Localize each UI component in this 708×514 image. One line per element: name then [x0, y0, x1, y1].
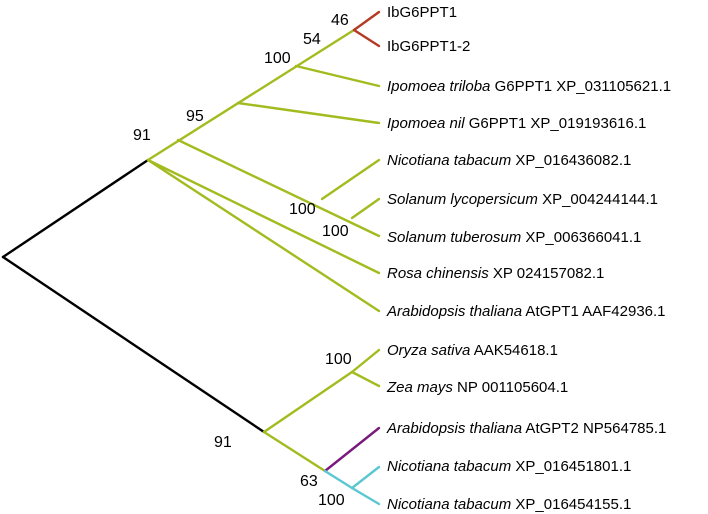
species-name: Ipomoea triloba	[387, 78, 490, 95]
branch-nicotiana-1	[320, 158, 381, 201]
accession: G6PPT1 XP_031105621.1	[490, 78, 671, 95]
branch-ipomoea-triloba	[294, 64, 381, 88]
tip-label-oryza: Oryza sativa AAK54618.1	[387, 342, 558, 359]
accession: XP_016454155.1	[511, 496, 631, 513]
branch-arabidopsis-gpt1	[146, 158, 381, 313]
branch-zea	[350, 370, 381, 388]
accession: XP 024157082.1	[489, 265, 605, 282]
species-name: Rosa chinensis	[387, 265, 489, 282]
tip-label-rosa: Rosa chinensis XP 024157082.1	[387, 265, 604, 282]
accession: XP_016436082.1	[511, 152, 631, 169]
tree-branches	[1, 10, 381, 506]
accession: NP 001105604.1	[453, 379, 568, 396]
branch-gpt2-clade	[262, 430, 327, 473]
branch-root-lower	[1, 255, 266, 434]
tip-label-nicotiana-2: Nicotiana tabacum XP_016451801.1	[387, 458, 631, 475]
species-name: Arabidopsis thaliana	[386, 420, 522, 437]
branch-nicotiana-gpt2-stem	[323, 469, 354, 490]
branch-ibg6ppt1-2	[352, 28, 381, 48]
support-value: 63	[300, 473, 318, 490]
accession: XP_004244144.1	[538, 191, 658, 208]
branch-monocot-clade	[262, 370, 354, 434]
accession: AtGPT1 AAF42936.1	[522, 303, 665, 320]
species-name: Nicotiana tabacum	[387, 458, 511, 475]
species-name: Solanum tuberosum	[387, 229, 521, 246]
support-value: 46	[331, 12, 349, 29]
species-name: Oryza sativa	[387, 342, 470, 359]
support-value: 91	[133, 127, 151, 144]
branch-solanaceae-clade	[176, 138, 381, 238]
accession: IbG6PPT1	[387, 4, 457, 21]
branch-oryza	[350, 348, 381, 374]
accession: G6PPT1 XP_019193616.1	[465, 115, 647, 132]
tip-label-ipomoea-nil: Ipomoea nil G6PPT1 XP_019193616.1	[387, 115, 646, 132]
support-value: 100	[325, 351, 352, 368]
support-value: 95	[186, 108, 204, 125]
accession: AAK54618.1	[470, 342, 558, 359]
support-value: 100	[318, 492, 345, 509]
species-name: Nicotiana tabacum	[387, 152, 511, 169]
tip-label-ipomoea-triloba: Ipomoea triloba G6PPT1 XP_031105621.1	[387, 78, 671, 95]
tip-label-ibg6ppt1: IbG6PPT1	[387, 4, 457, 21]
species-name: Nicotiana tabacum	[387, 496, 511, 513]
tip-label-arabidopsis-gpt2: Arabidopsis thaliana AtGPT2 NP564785.1	[386, 420, 666, 437]
branch-nicotiana-3	[350, 486, 381, 506]
tip-label-solanum-tub: Solanum tuberosum XP_006366041.1	[387, 229, 641, 246]
branch-rosa	[146, 158, 381, 275]
support-value: 54	[303, 31, 321, 48]
tip-label-nicotiana-1: Nicotiana tabacum XP_016436082.1	[387, 152, 631, 169]
tip-label-nicotiana-3: Nicotiana tabacum XP_016454155.1	[387, 496, 631, 513]
species-name: Arabidopsis thaliana	[386, 303, 522, 320]
species-name: Ipomoea nil	[387, 115, 465, 132]
branch-ibg6ppt1	[352, 10, 381, 32]
branch-upper-spine	[146, 28, 356, 162]
species-name: Zea mays	[386, 379, 453, 396]
tip-label-zea: Zea mays NP 001105604.1	[386, 379, 568, 396]
branch-nicotiana-2	[350, 465, 381, 490]
tip-label-ibg6ppt1-2: IbG6PPT1-2	[387, 38, 470, 55]
accession: IbG6PPT1-2	[387, 38, 470, 55]
species-name: Solanum lycopersicum	[387, 191, 538, 208]
tip-label-solanum-lyc: Solanum lycopersicum XP_004244144.1	[387, 191, 658, 208]
support-value: 100	[289, 201, 316, 218]
accession: XP_016451801.1	[511, 458, 631, 475]
tip-label-arabidopsis-gpt1: Arabidopsis thaliana AtGPT1 AAF42936.1	[386, 303, 666, 320]
branch-ipomoea-nil	[236, 101, 381, 125]
support-value: 100	[322, 223, 349, 240]
branch-root-upper	[1, 158, 150, 259]
support-value: 91	[214, 434, 232, 451]
accession: XP_006366041.1	[521, 229, 641, 246]
support-value: 100	[264, 50, 291, 67]
accession: AtGPT2 NP564785.1	[522, 420, 666, 437]
branch-solanum-lycopersicum	[350, 197, 381, 220]
branch-arabidopsis-gpt2	[323, 426, 381, 473]
